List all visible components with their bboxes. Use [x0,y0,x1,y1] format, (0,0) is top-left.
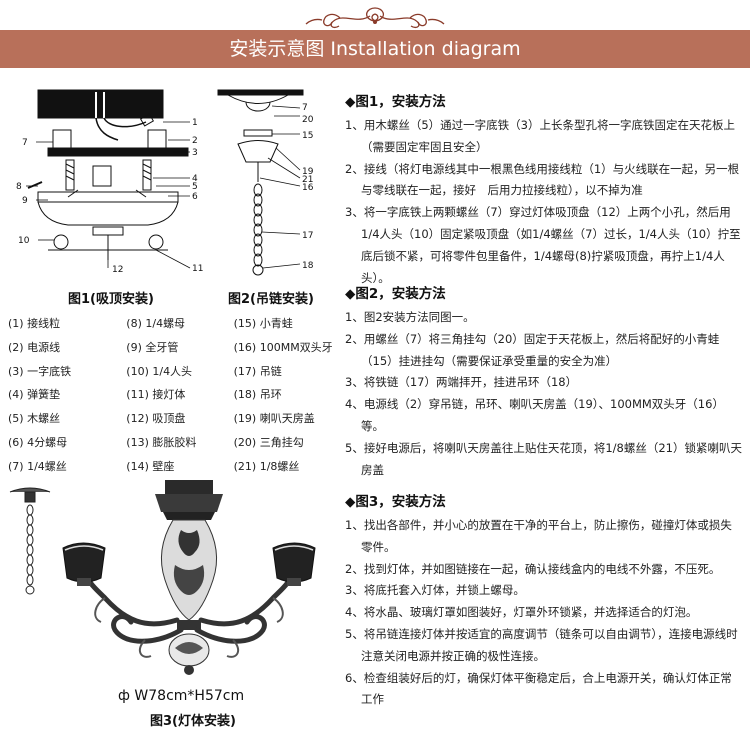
part-item: (19) 喇叭天房盖 [233,412,315,426]
figure1-callout: 3 [192,148,198,158]
figure1-ceiling-mount-diagram: 7 1 2 3 8 4 5 9 6 10 12 11 [16,89,203,275]
section3-instructions: ◆图3，安装方法 1、找出各部件，并小心的放置在干净的平台上，防止擦伤，碰撞灯体… [345,490,743,711]
page-title: 安装示意图 Installation diagram [229,38,521,60]
figure1-callout: 4 [192,174,198,184]
part-item: (10) 1/4人头 [126,364,193,378]
section2-step: 5、接好电源后，将喇叭天房盖往上贴住天花顶，将1/8螺丝（21）锁紧喇叭天房盖 [345,440,742,477]
section2-step: 1、图2安装方法同图一。 [345,310,475,324]
part-item: (1) 接线粒 [8,317,61,330]
part-item: (5) 木螺丝 [8,412,61,426]
figure1-callout: 6 [192,192,198,202]
part-item: (11) 接灯体 [126,388,186,402]
part-item: (7) 1/4螺丝 [8,459,67,473]
parts-row: (7) 1/4螺丝 (14) 壁座 (21) 1/8螺丝 [8,455,338,479]
section2-step: 3、将铁链（17）两端拝开，挂进吊环（18） [345,375,578,390]
figure1-caption: 图1(吸顶安装) [68,292,154,307]
parts-row: (4) 弹簧垫 (11) 接灯体 (18) 吊环 [8,383,338,407]
part-item: (9) 全牙管 [126,340,179,354]
section2-title: ◆图2，安装方法 [345,286,446,302]
figure1-callout: 10 [18,236,30,246]
part-item: (20) 三角挂勾 [233,435,304,449]
figure2-caption: 图2(吊链安装) [228,292,314,307]
parts-row: (5) 木螺丝 (12) 吸顶盘 (19) 喇叭天房盖 [8,407,338,431]
part-item: (3) 一字底铁 [8,364,72,378]
figure2-callout: 18 [302,261,314,271]
section3-step: 3、将底托套入灯体，并锁上螺母。 [345,583,525,598]
dimensions-label: ф W78cm*H57cm [118,688,245,704]
section1-title: ◆图1，安装方法 [345,94,446,110]
figure2-callout: 19 [302,167,314,177]
part-item: (21) 1/8螺丝 [233,459,300,473]
figure2-callout: 16 [302,183,314,193]
part-item: (17) 吊链 [233,364,282,378]
part-item: (13) 膨胀胶料 [126,435,197,449]
figure2-chain-mount-diagram: 7 20 15 19 21 16 17 18 [217,89,314,276]
part-item: (18) 吊环 [233,388,282,402]
part-item: (12) 吸顶盘 [126,412,186,426]
figure2-callout: 15 [302,131,313,141]
figure1-callout: 12 [112,265,123,275]
figure1-callout: 9 [22,196,28,206]
section1-step: 3、将一字底铁上两颗螺丝（7）穿过灯体吸顶盘（12）上两个小孔，然后用1/4人头… [345,205,741,285]
section1-instructions: ◆图1，安装方法 1、用木螺丝（5）通过一字底铁（3）上长条型孔将一字底铁固定在… [345,90,743,289]
part-item: (6) 4分螺母 [8,435,68,449]
figure1-callout: 5 [192,182,198,192]
figure1-callout: 11 [192,264,203,274]
part-item: (16) 100MM双头牙 [233,340,333,354]
figure2-callout: 17 [302,231,313,241]
figure2-callout: 20 [302,115,314,125]
section3-step: 5、将吊链连接灯体并按适宜的高度调节（链条可以自由调节），连接电源线时注意关闭电… [345,626,738,663]
parts-row: (3) 一字底铁 (10) 1/4人头 (17) 吊链 [8,360,338,384]
parts-row: (2) 电源线 (9) 全牙管 (16) 100MM双头牙 [8,336,338,360]
figure3-chandelier-illustration [9,480,316,675]
figure3-caption: 图3(灯体安装) [150,714,236,729]
section1-step: 1、用木螺丝（5）通过一字底铁（3）上长条型孔将一字底铁固定在天花板上（需要固定… [345,118,735,154]
figure1-callout: 1 [192,118,198,128]
header-ornament [305,7,445,29]
section3-step: 1、找出各部件，并小心的放置在干净的平台上，防止擦伤，碰撞灯体或损失零件。 [345,518,732,554]
parts-row: (1) 接线粒 (8) 1/4螺母 (15) 小青蛙 [8,312,338,336]
part-item: (8) 1/4螺母 [126,317,186,330]
section1-step: 2、接线（将灯电源线其中一根黑色线用接线粒（1）与火线联在一起，另一根与零线联在… [345,161,740,198]
section3-title: ◆图3，安装方法 [345,494,446,510]
section2-step: 4、电源线（2）穿吊链，吊环、喇叭天房盖（19）、100MM双头牙（16）等。 [345,397,724,433]
parts-list: (1) 接线粒(8) 1/4螺母(15) 小青蛙 (2) 电源线(9) 全牙管(… [8,312,338,479]
parts-row: (6) 4分螺母 (13) 膨胀胶料 (20) 三角挂勾 [8,431,338,455]
section3-step: 2、找到灯体，并如图链接在一起，确认接线盒内的电线不外露，不压死。 [345,561,721,576]
figure2-callout: 7 [302,103,308,113]
section2-step: 2、用螺丝（7）将三角挂勾（20）固定于天花板上，然后将配好的小青蛙（15）挂进… [345,331,720,368]
section3-step: 4、将水晶、玻璃灯罩如图装好，灯罩外环锁紧，并选择适合的灯泡。 [345,605,698,620]
figure1-callout: 8 [16,182,22,192]
part-item: (4) 弹簧垫 [8,388,61,402]
title-banner [0,30,750,68]
section3-step: 6、检查组装好后的灯，确保灯体平衡稳定后，合上电源开关，确认灯体正常工作 [345,670,732,707]
part-item: (15) 小青蛙 [233,317,293,330]
part-item: (14) 壁座 [126,459,175,473]
figure1-callout: 2 [192,136,198,146]
figure1-callout: 7 [22,138,28,148]
part-item: (2) 电源线 [8,340,61,354]
figure2-callout: 21 [302,175,313,185]
section2-instructions: ◆图2，安装方法 1、图2安装方法同图一。 2、用螺丝（7）将三角挂勾（20）固… [345,282,743,481]
